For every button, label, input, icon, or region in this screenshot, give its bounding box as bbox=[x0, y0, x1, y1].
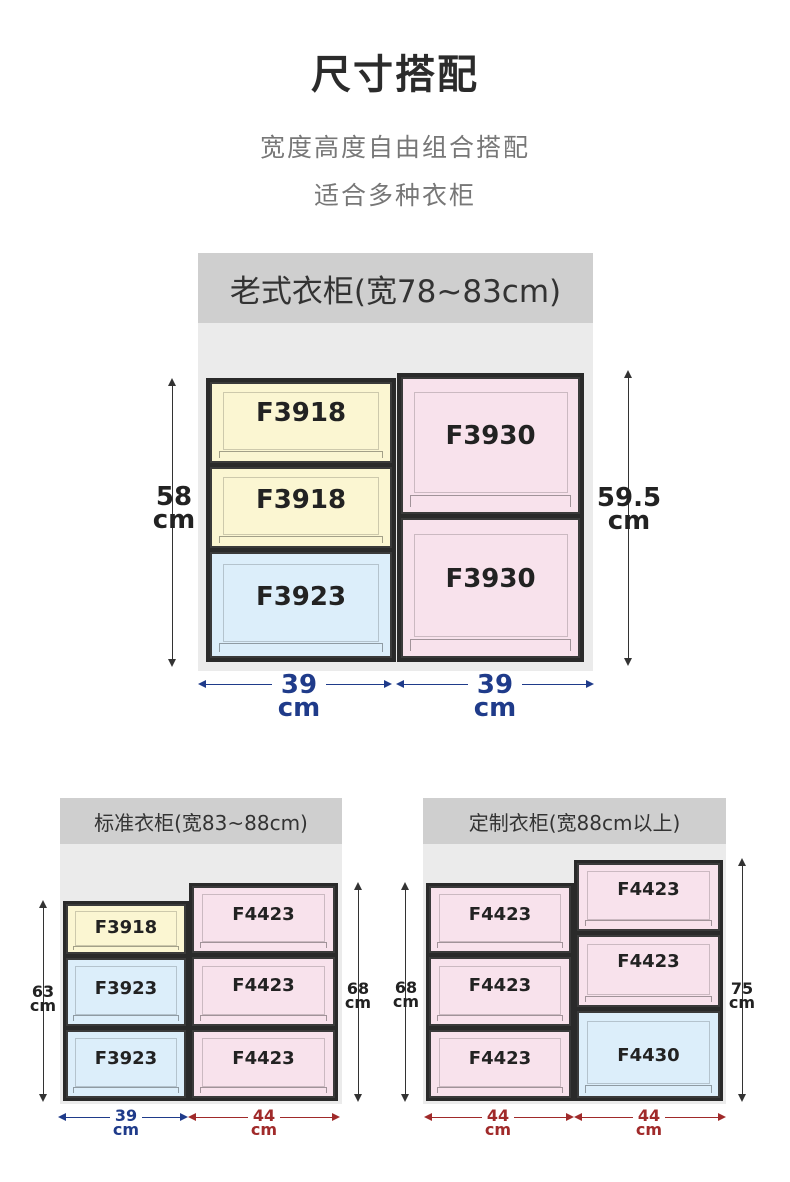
old-left-box-3: F3923 bbox=[210, 552, 392, 658]
standard-left-box-3: F3923 bbox=[66, 1030, 186, 1098]
standard-left-box-1: F3918 bbox=[66, 904, 186, 954]
custom-left-box-1: F4423 bbox=[429, 886, 571, 953]
old-right-box-2: F3930 bbox=[401, 518, 580, 658]
old-right-box-1: F3930 bbox=[401, 377, 580, 514]
standard-right-box-2: F4423 bbox=[192, 957, 335, 1026]
custom-left-box-3: F4423 bbox=[429, 1030, 571, 1098]
standard-left-height-arrow bbox=[39, 900, 47, 1102]
subtitle-line-2: 适合多种衣柜 bbox=[313, 181, 476, 210]
standard-cabinet-title: 标准衣柜(宽83~88cm) bbox=[60, 798, 342, 844]
standard-left-box-2: F3923 bbox=[66, 958, 186, 1026]
standard-right-box-3: F4423 bbox=[192, 1030, 335, 1098]
page-title: 尺寸搭配 bbox=[311, 52, 479, 98]
custom-left-height-arrow bbox=[401, 882, 409, 1102]
custom-left-box-2: F4423 bbox=[429, 957, 571, 1026]
standard-right-height-arrow bbox=[354, 882, 362, 1102]
old-left-box-2: F3918 bbox=[210, 467, 392, 548]
old-cabinet-title: 老式衣柜(宽78~83cm) bbox=[198, 253, 593, 323]
subtitle-line-1: 宽度高度自由组合搭配 bbox=[259, 133, 530, 162]
old-right-height-arrow bbox=[624, 370, 632, 666]
custom-right-box-1: F4423 bbox=[577, 863, 720, 931]
custom-right-box-2: F4423 bbox=[577, 935, 720, 1007]
old-left-box-1: F3918 bbox=[210, 382, 392, 463]
standard-right-box-1: F4423 bbox=[192, 886, 335, 953]
custom-right-box-3: F4430 bbox=[577, 1011, 720, 1098]
old-left-height-arrow bbox=[168, 378, 176, 667]
custom-cabinet-title: 定制衣柜(宽88cm以上) bbox=[423, 798, 726, 844]
custom-right-height-arrow bbox=[738, 858, 746, 1102]
